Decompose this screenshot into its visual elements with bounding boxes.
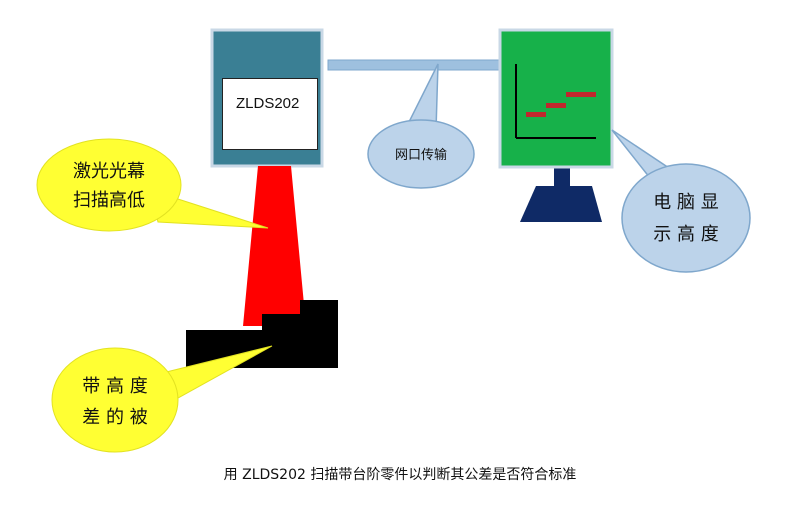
- figure-caption: 用 ZLDS202 扫描带台阶零件以判断其公差是否符合标准: [223, 467, 577, 483]
- part-callout-line2: 差 的 被: [82, 407, 147, 428]
- network-callout: 网口传输: [367, 63, 475, 189]
- part-callout: 带 高 度 差 的 被: [51, 345, 273, 453]
- height-reading-mid: [546, 103, 566, 108]
- height-reading-high: [566, 92, 596, 97]
- laser-callout-line2: 扫描高低: [73, 190, 145, 211]
- sensor-model-label: ZLDS202: [222, 78, 318, 150]
- monitor-base: [520, 186, 602, 222]
- height-reading-low: [526, 112, 546, 117]
- stepped-part: [186, 300, 338, 368]
- network-callout-label: 网口传输: [395, 147, 447, 163]
- part-callout-line1: 带 高 度: [82, 376, 147, 397]
- network-cable: [327, 59, 501, 71]
- computer-callout: 电 脑 显 示 高 度: [611, 129, 751, 273]
- computer-callout-line2: 示 高 度: [653, 224, 718, 245]
- monitor-neck: [554, 168, 570, 188]
- computer-callout-line1: 电 脑 显: [653, 192, 718, 213]
- laser-curtain: [243, 166, 306, 326]
- monitor-screen: [498, 28, 614, 169]
- laser-callout-line1: 激光光幕: [73, 161, 145, 182]
- laser-callout: 激光光幕 扫描高低: [36, 138, 269, 232]
